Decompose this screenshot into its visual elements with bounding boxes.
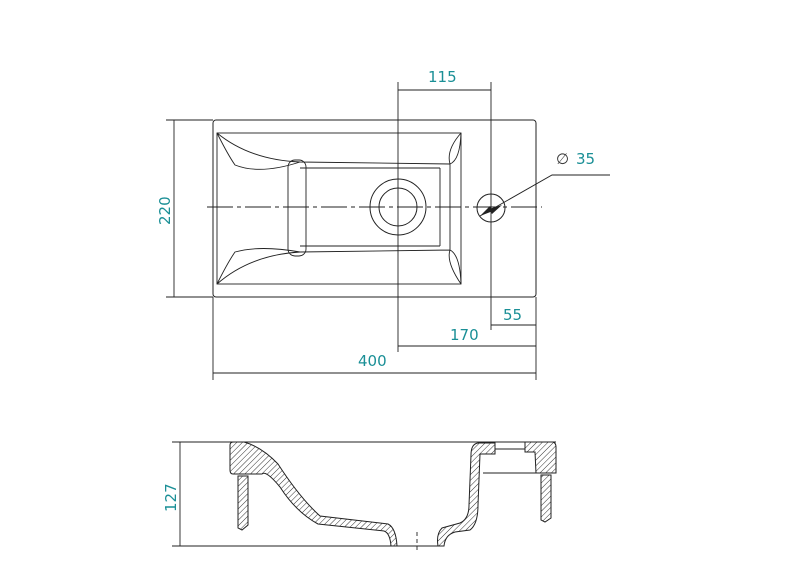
section-right-wall [437,442,496,547]
section-left-wall [229,441,398,547]
dim-127: 127 [162,483,180,512]
bowl-step [287,159,307,257]
dim-115: 115 [428,68,457,86]
leader-35 [479,174,610,217]
dim-170: 170 [450,326,479,344]
dim-35-symbol: ∅ [556,150,569,168]
dim-55: 55 [503,306,522,324]
bowl-outline [216,132,462,285]
dim-220: 220 [156,196,174,225]
dim-400: 400 [358,352,387,370]
section-right-leg [540,474,552,523]
dim-35: 35 [576,150,595,168]
section-left-leg [237,475,249,531]
top-view: 115 220 ∅ 35 55 170 400 [156,68,610,380]
basin-outline [212,119,537,298]
section-view: 127 [162,441,557,552]
section-right-rim [524,441,557,474]
bowl-contour [216,132,462,285]
